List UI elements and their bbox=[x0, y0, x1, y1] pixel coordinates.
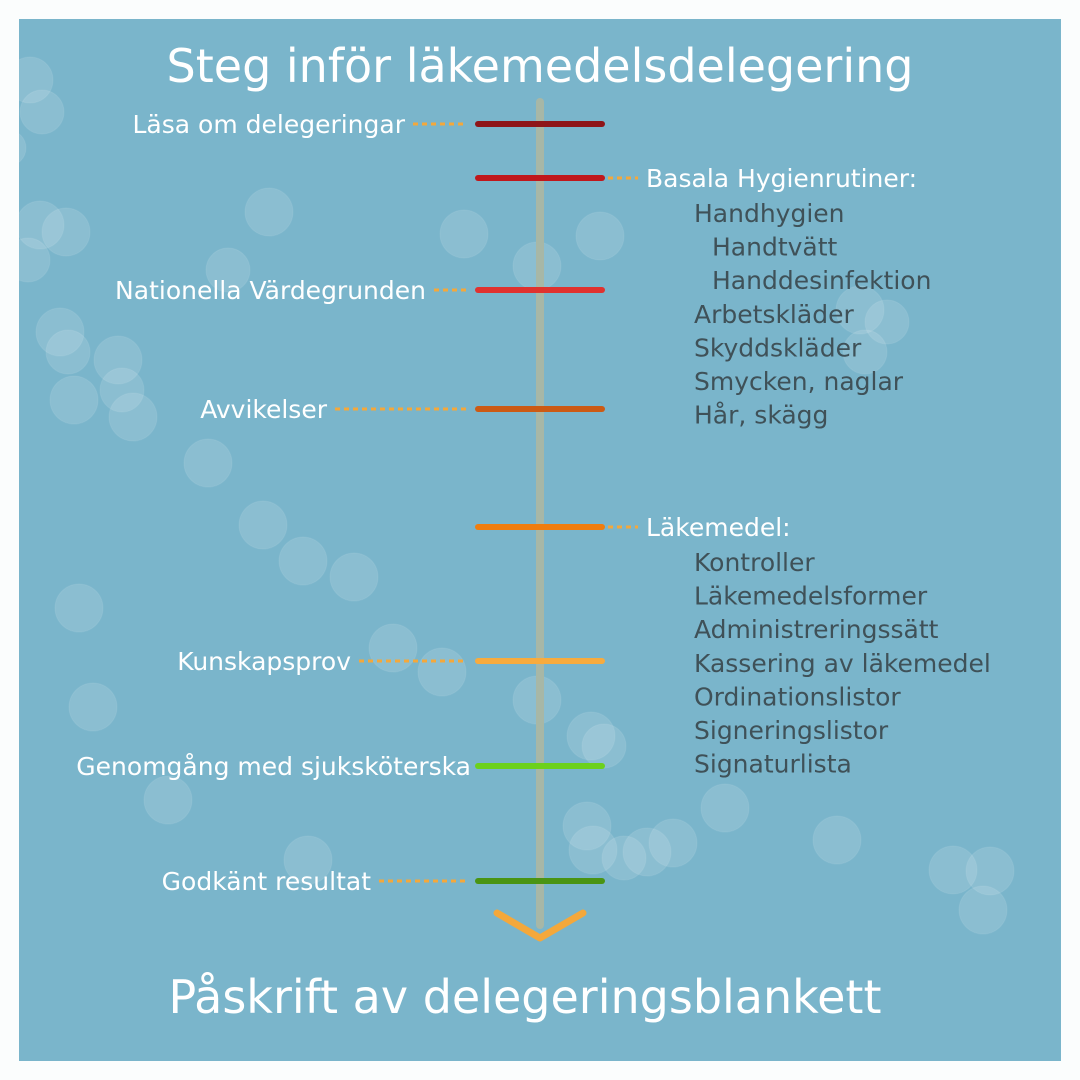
bokeh-circle bbox=[49, 375, 99, 425]
bokeh-circle bbox=[568, 825, 618, 875]
left-step-label: Läsa om delegeringar bbox=[133, 110, 406, 139]
bokeh-circle bbox=[35, 307, 85, 357]
right-step-item: Ordinationslistor bbox=[694, 682, 901, 711]
left-step-label: Genomgång med sjuksköterska bbox=[76, 752, 471, 781]
bokeh-circle bbox=[6, 56, 54, 104]
bokeh-circle bbox=[0, 129, 27, 167]
left-step-label: Kunskapsprov bbox=[177, 647, 351, 676]
right-step-item: Signeringslistor bbox=[694, 716, 889, 745]
right-step-item: Handdesinfektion bbox=[712, 266, 931, 295]
left-step: Kunskapsprov bbox=[177, 647, 605, 676]
bokeh-circle bbox=[835, 285, 885, 335]
bokeh-circle bbox=[244, 187, 294, 237]
right-step-item: Kontroller bbox=[694, 548, 815, 577]
left-step-label: Godkänt resultat bbox=[162, 867, 372, 896]
bokeh-circle bbox=[99, 367, 145, 413]
bokeh-circle bbox=[238, 500, 288, 550]
bokeh-circle bbox=[648, 818, 698, 868]
bokeh-circle bbox=[864, 299, 910, 345]
left-step: Genomgång med sjuksköterska bbox=[76, 752, 605, 781]
bokeh-circle bbox=[700, 783, 750, 833]
down-arrow-icon bbox=[493, 909, 587, 942]
right-step-item: Administreringssätt bbox=[694, 615, 939, 644]
bokeh-circle bbox=[842, 329, 888, 375]
bokeh-circle bbox=[965, 846, 1015, 896]
bokeh-circle bbox=[928, 845, 978, 895]
bokeh-circle bbox=[278, 536, 328, 586]
bokeh-circle bbox=[19, 89, 65, 135]
right-step-item: Läkemedelsformer bbox=[694, 582, 928, 611]
bokeh-circle bbox=[45, 329, 91, 375]
bokeh-circle bbox=[54, 583, 104, 633]
right-step: Basala Hygienrutiner: HandhygienHandtvätt… bbox=[475, 164, 931, 430]
right-step-item: Handhygien bbox=[694, 199, 845, 228]
right-step-heading: Basala Hygienrutiner: bbox=[646, 164, 917, 193]
bokeh-circle bbox=[108, 392, 158, 442]
bokeh-circle bbox=[622, 827, 672, 877]
bokeh-circle bbox=[566, 711, 616, 761]
bokeh-circle bbox=[562, 801, 612, 851]
right-step-heading: Läkemedel: bbox=[646, 513, 791, 542]
bokeh-circle bbox=[183, 438, 233, 488]
left-step: Nationella Värdegrunden bbox=[115, 276, 605, 305]
left-step-label: Nationella Värdegrunden bbox=[115, 276, 426, 305]
bokeh-circle bbox=[15, 200, 65, 250]
bokeh-circle bbox=[205, 247, 251, 293]
diagram-footer: Påskrift av delegeringsblankett bbox=[168, 970, 881, 1024]
right-step: Läkemedel: KontrollerLäkemedelsformerAdmi… bbox=[475, 513, 991, 779]
bokeh-circle bbox=[812, 815, 862, 865]
right-step-item: Smycken, naglar bbox=[694, 367, 904, 396]
bokeh-circle bbox=[575, 211, 625, 261]
bokeh-circle bbox=[417, 647, 467, 697]
bokeh-circle bbox=[368, 623, 418, 673]
left-step: Avvikelser bbox=[200, 395, 605, 424]
diagram-title: Steg inför läkemedelsdelegering bbox=[167, 39, 914, 93]
bokeh-circle bbox=[283, 835, 333, 885]
bokeh-circle bbox=[439, 209, 489, 259]
bokeh-circle bbox=[68, 682, 118, 732]
bokeh-circle bbox=[143, 775, 193, 825]
bokeh-circle bbox=[329, 552, 379, 602]
bokeh-circle bbox=[601, 835, 647, 881]
bokeh-circle bbox=[581, 723, 627, 769]
bokeh-circle bbox=[958, 885, 1008, 935]
bokeh-circle bbox=[41, 207, 91, 257]
bokeh-circle bbox=[5, 237, 51, 283]
right-step-item: Handtvätt bbox=[712, 233, 838, 262]
left-step-label: Avvikelser bbox=[200, 395, 327, 424]
right-step-item: Hår, skägg bbox=[694, 401, 828, 430]
right-step-item: Arbetskläder bbox=[694, 300, 854, 329]
left-step: Läsa om delegeringar bbox=[133, 110, 605, 139]
bokeh-circle bbox=[93, 335, 143, 385]
right-step-item: Skyddskläder bbox=[694, 333, 862, 362]
left-step: Godkänt resultat bbox=[162, 867, 605, 896]
right-steps: Basala Hygienrutiner: HandhygienHandtvätt… bbox=[475, 164, 991, 779]
right-step-item: Signaturlista bbox=[694, 750, 852, 779]
right-step-item: Kassering av läkemedel bbox=[694, 649, 991, 678]
